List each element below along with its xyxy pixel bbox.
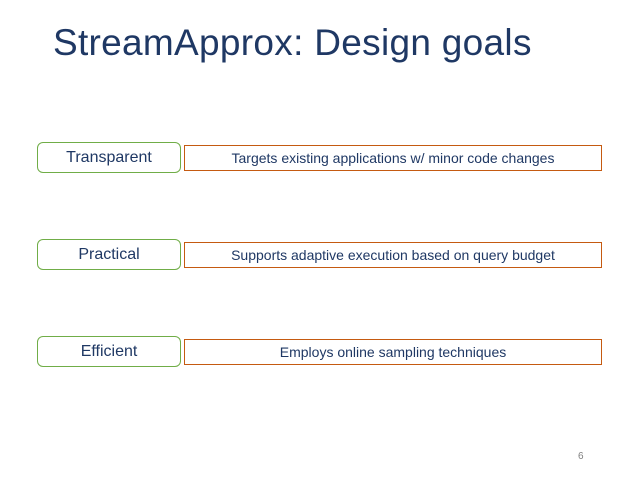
slide-title: StreamApprox: Design goals <box>53 22 532 63</box>
goal-description-transparent: Targets existing applications w/ minor c… <box>184 145 602 171</box>
goal-label-efficient: Efficient <box>37 336 181 367</box>
goal-label-transparent: Transparent <box>37 142 181 173</box>
goal-label-practical: Practical <box>37 239 181 270</box>
goal-description-efficient: Employs online sampling techniques <box>184 339 602 365</box>
page-number: 6 <box>578 451 584 462</box>
goal-description-practical: Supports adaptive execution based on que… <box>184 242 602 268</box>
